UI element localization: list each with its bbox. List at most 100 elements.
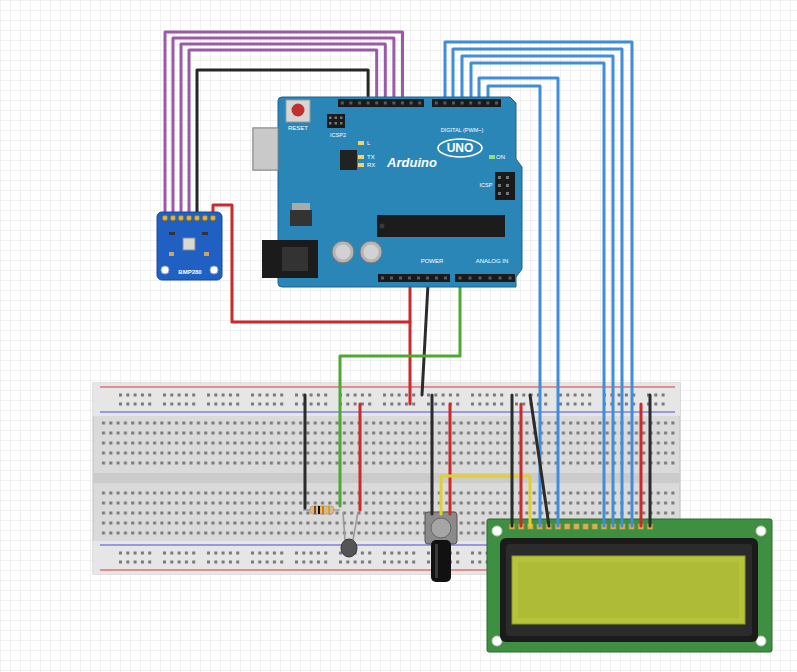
pot-shaft-base (431, 518, 451, 538)
power-jack (282, 247, 308, 271)
led-label: ON (496, 154, 505, 160)
header-pin (375, 102, 378, 105)
thermistor-symbol (341, 512, 358, 557)
header-label: POWER (421, 258, 444, 264)
header-pin (358, 102, 361, 105)
header-pin (426, 277, 429, 280)
capacitor (360, 241, 382, 263)
sensor-pin (170, 215, 176, 221)
sensor-pin (194, 215, 200, 221)
header-pin (435, 102, 438, 105)
sensor-board (157, 212, 222, 280)
header-pin (478, 102, 481, 105)
black-wire (422, 284, 428, 395)
resistor-band (318, 506, 320, 514)
header-pin (452, 102, 455, 105)
header-pin (381, 277, 384, 280)
black-wire (649, 395, 652, 526)
header-pin (435, 277, 438, 280)
header-pin (367, 102, 370, 105)
rail-stripe (100, 411, 675, 412)
resistor-band (322, 506, 324, 514)
capacitor (332, 241, 354, 263)
capacitor (364, 245, 379, 260)
lcd-char-area (518, 562, 739, 618)
yellow-wire (441, 476, 530, 526)
led-label: TX (367, 154, 375, 160)
black-wire (511, 395, 514, 526)
microcontroller (377, 215, 505, 237)
thermistor-lead (353, 512, 358, 540)
header-pin (498, 192, 501, 195)
sensor-chip (183, 238, 195, 250)
sensor-pin (202, 215, 208, 221)
logo-oval-outline (438, 139, 482, 157)
sensor-pin (162, 215, 168, 221)
power-jack (278, 240, 318, 278)
board-model: UNO (447, 142, 474, 154)
header-pin (417, 277, 420, 280)
pot-knob (431, 540, 451, 582)
header-pin (329, 122, 332, 125)
center-channel (93, 473, 680, 483)
header-pin (469, 102, 472, 105)
smd-part (202, 232, 208, 235)
header-pin (479, 277, 482, 280)
sensor-pin (210, 215, 216, 221)
header-pin (401, 102, 404, 105)
resistor-band (328, 506, 330, 514)
header-pin (444, 277, 447, 280)
header-pin (335, 122, 338, 125)
thermistor-bulb (341, 539, 357, 557)
pot-body (425, 512, 457, 544)
usb-connector (253, 128, 278, 170)
header-pin (461, 102, 464, 105)
capacitor (336, 245, 351, 260)
mounting-hole (210, 266, 218, 274)
header-pin (509, 277, 512, 280)
usb-chip (340, 150, 357, 170)
header-pin (506, 184, 509, 187)
smd-part (204, 252, 209, 256)
led (489, 155, 495, 159)
header-label: DIGITAL (PWM~) (441, 128, 484, 134)
led-label: L (367, 140, 370, 146)
wires (213, 42, 650, 526)
header-pin (499, 277, 502, 280)
led (358, 155, 364, 159)
header-pin (410, 102, 413, 105)
header-pin (399, 277, 402, 280)
regulator (290, 210, 312, 226)
pin-header (455, 274, 515, 282)
header-pin (489, 277, 492, 280)
header-pin (349, 102, 352, 105)
black-wire (304, 395, 307, 508)
part-name: BMP280 (178, 269, 201, 275)
red-wire (640, 404, 643, 526)
header-pin (506, 176, 509, 179)
board-outline (278, 97, 522, 287)
header-pin (469, 277, 472, 280)
header-pin (392, 102, 395, 105)
resistor-symbol (303, 506, 340, 514)
black-wire (431, 395, 434, 514)
red-wire (449, 404, 452, 514)
pin-header (432, 99, 501, 107)
thermistor-lead (343, 512, 345, 540)
resistor-body (310, 506, 334, 514)
header-label: ICSP2 (330, 133, 346, 139)
board-brand: Arduino (387, 156, 437, 169)
header-pin (408, 277, 411, 280)
black-wire (530, 395, 549, 526)
smd-part (169, 252, 174, 256)
header-pin (390, 277, 393, 280)
sensor-pin (178, 215, 184, 221)
red-wire (409, 284, 412, 404)
header-pin (335, 117, 338, 120)
lcd-pcb (487, 519, 772, 652)
header-pin (495, 102, 498, 105)
